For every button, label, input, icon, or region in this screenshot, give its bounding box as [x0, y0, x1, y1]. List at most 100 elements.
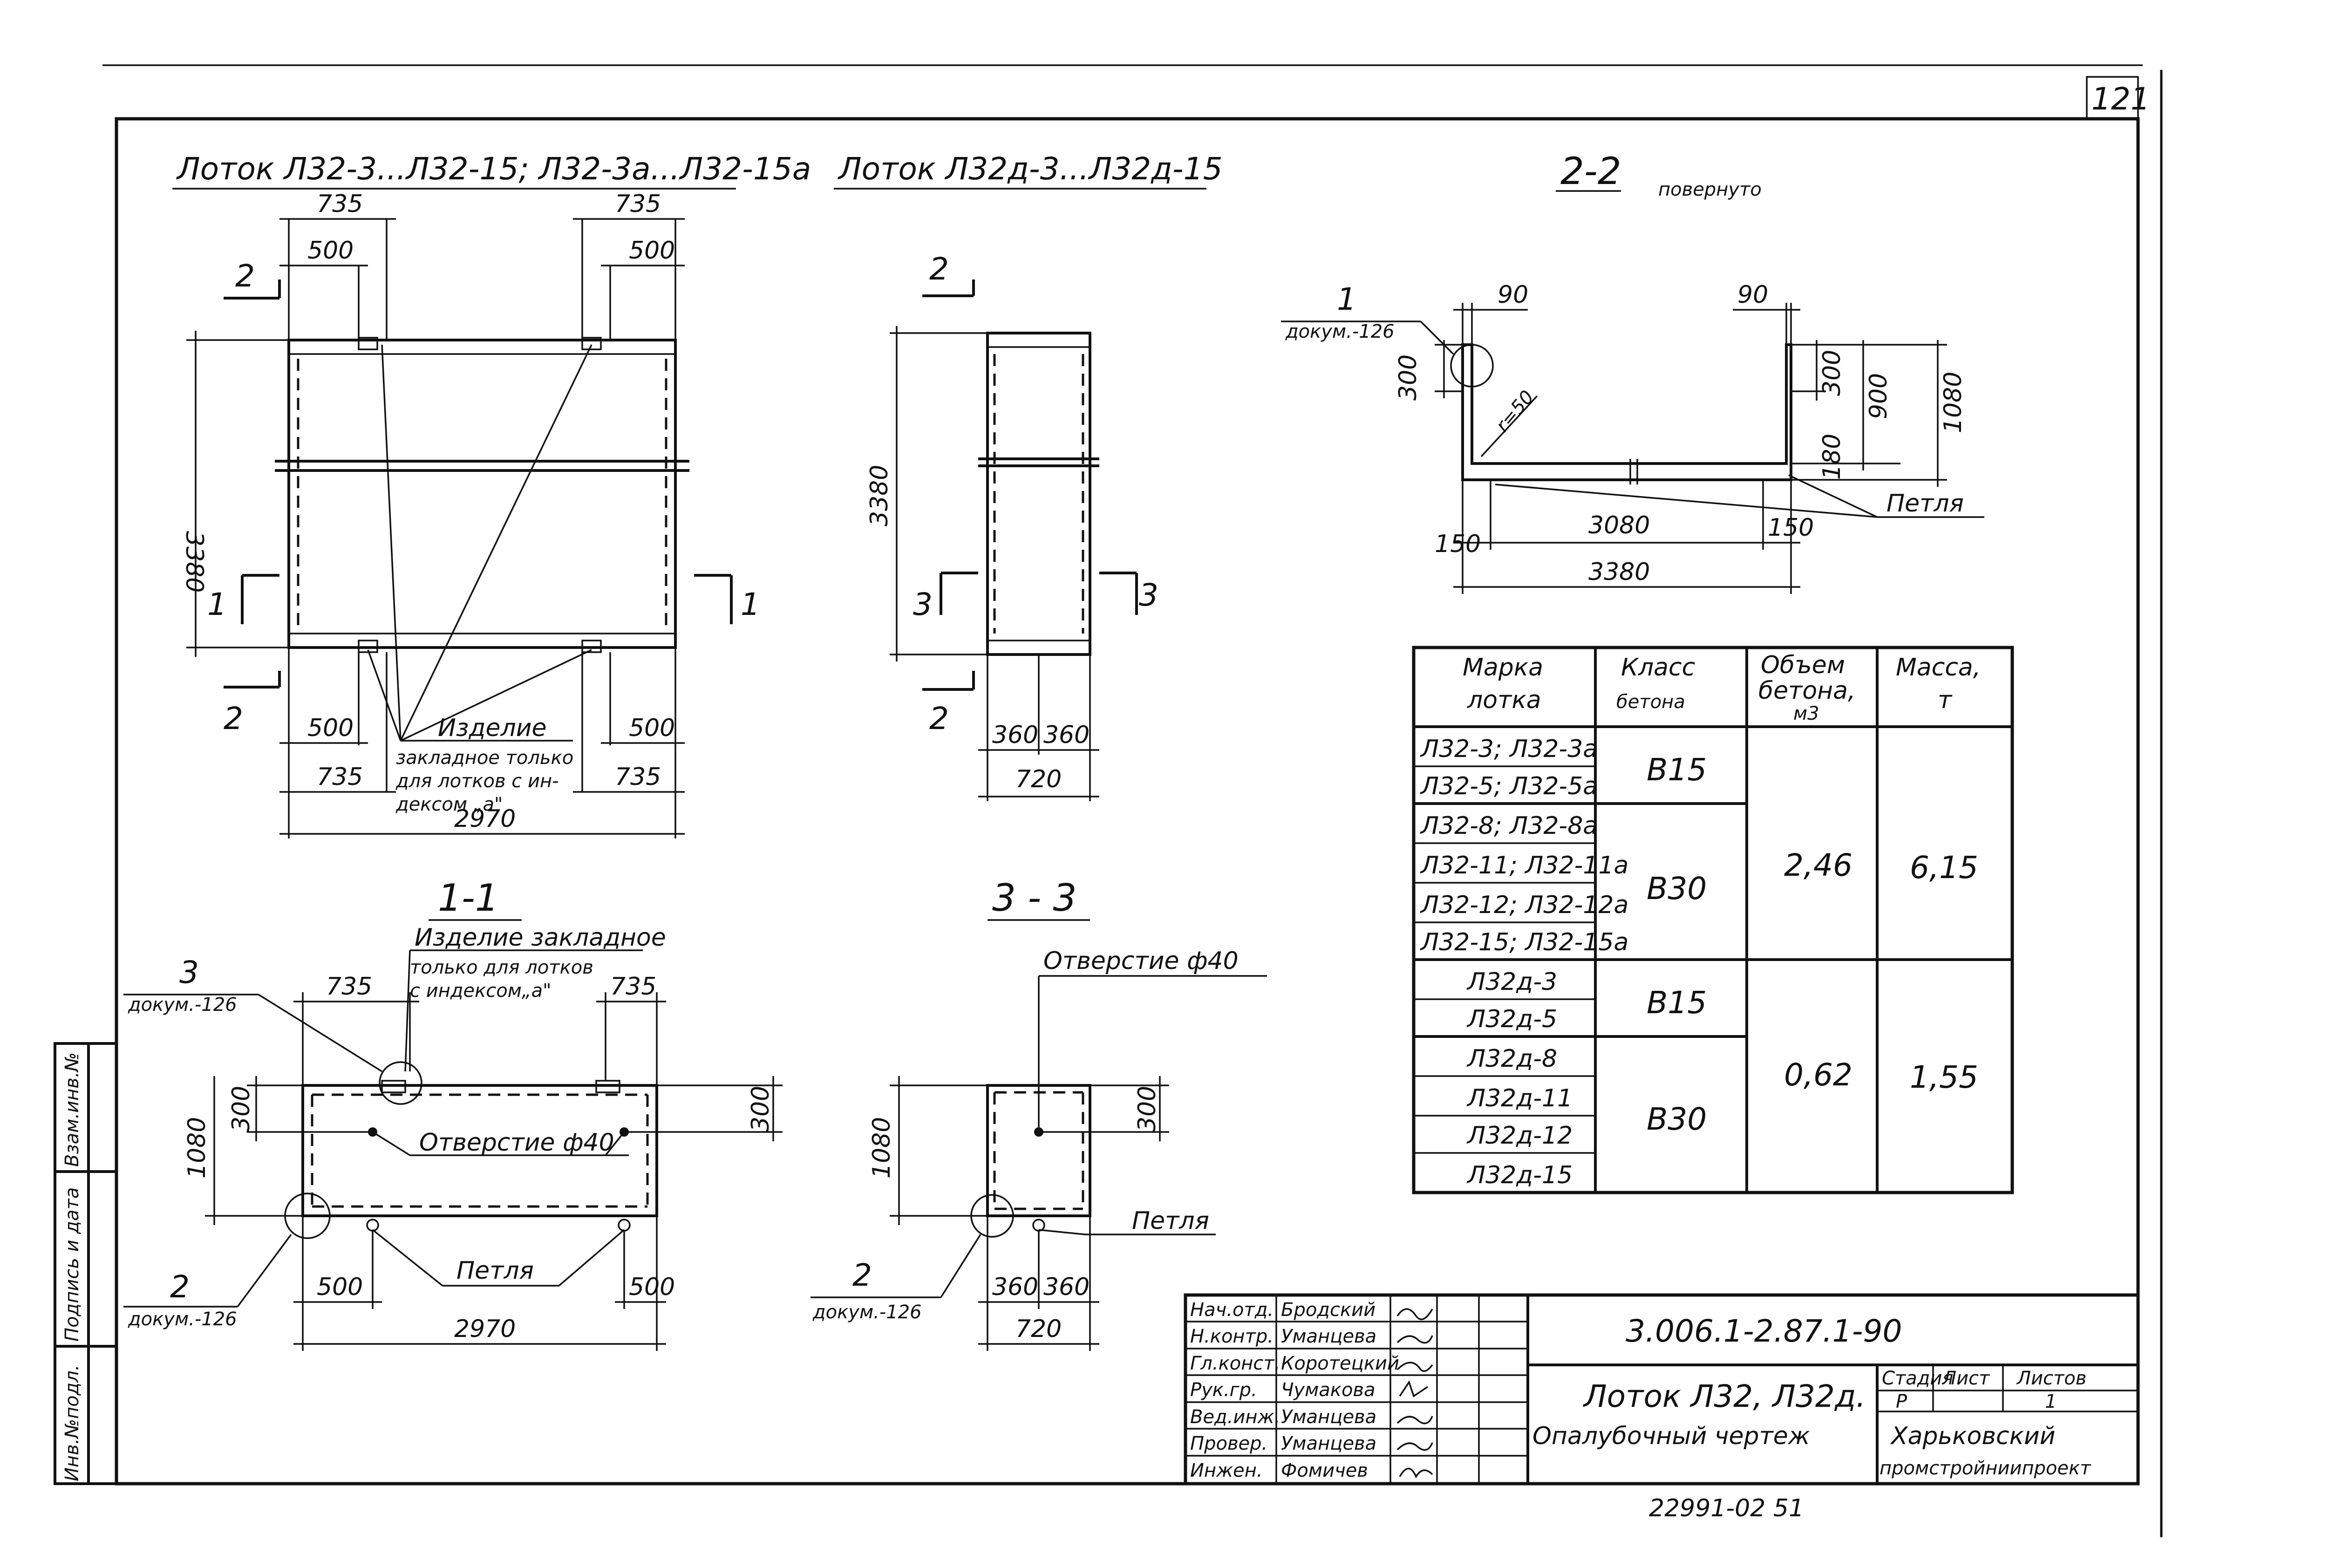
spec-row-6: Л32-15; Л32-15а — [1420, 928, 1628, 956]
tb-sheet-label: Лист — [1941, 1368, 1990, 1389]
section-1-1-dim-500-right: 500 — [629, 1273, 675, 1301]
spec-row-10: Л32д-11 — [1466, 1084, 1573, 1112]
plan-d-dim-360-right: 360 — [1043, 721, 1090, 749]
plan-a-dim-3380: 3380 — [180, 531, 208, 593]
tb-org-line-2: промстройниипроект — [1880, 1458, 2091, 1479]
section-3-3-callout-num: 2 — [852, 1257, 872, 1293]
section-2-2-dim-300-right: 300 — [1818, 350, 1846, 396]
section-2-2-radius: r=50 — [1491, 387, 1538, 436]
tb-role-2: Н.контр. — [1190, 1326, 1273, 1347]
spec-volume-group-2: 0,62 — [1784, 1057, 1852, 1093]
tb-stage-label: Стадия — [1882, 1368, 1953, 1389]
strip-replace-inv: Взам.инв.№ — [61, 1052, 83, 1167]
section-1-1-callout2-doc: докум.-126 — [128, 1309, 237, 1330]
plan-d-mark-3-left: 3 — [913, 586, 933, 622]
plan-a-mark-1-right: 1 — [741, 586, 760, 622]
tb-role-6: Провер. — [1190, 1433, 1267, 1454]
spec-row-7: Л32д-3 — [1466, 968, 1557, 996]
plan-d-mark-3-right: 3 — [1139, 577, 1158, 613]
section-3-3-dim-360-left: 360 — [992, 1273, 1038, 1301]
section-2-2-dim-90-left: 90 — [1498, 281, 1528, 309]
section-3-3-hole-label: Отверстие ф40 — [1043, 947, 1239, 975]
section-1-1-title: 1-1 — [438, 876, 499, 920]
section-1-1-dim-735-left: 735 — [326, 973, 372, 1001]
spec-header-volume-1: Объем — [1761, 651, 1845, 679]
section-1-1-note-2: только для лотков — [410, 957, 593, 978]
spec-header-mass-2: т — [1938, 686, 1953, 714]
plan-d-view: Лоток Л32д-3...Л32д-15 3380 2 2 3 3 360 … — [834, 151, 1223, 801]
plan-a-dim-500-left-bottom: 500 — [307, 714, 354, 742]
plan-a-note-line-1: Изделие — [438, 714, 547, 742]
spec-mass-group-1: 6,15 — [1910, 850, 1978, 886]
tb-title-line-1: Лоток Л32, Л32д. — [1583, 1378, 1866, 1414]
section-1-1-note-1: Изделие закладное — [415, 924, 666, 952]
plan-a-view: Лоток Л32-3...Л32-15; Л32-3а...Л32-15а 7… — [172, 151, 811, 839]
section-2-2-subtitle: повернуто — [1658, 179, 1762, 200]
tb-sheets-label: Листов — [2016, 1368, 2086, 1389]
plan-d-title: Лоток Л32д-3...Л32д-15 — [838, 151, 1223, 187]
section-3-3-dim-720: 720 — [1015, 1315, 1062, 1343]
tb-org-line-1: Харьковский — [1890, 1422, 2056, 1450]
section-1-1-hole-label: Отверстие ф40 — [419, 1129, 614, 1157]
section-2-2-dim-180: 180 — [1818, 434, 1846, 480]
plan-d-mark-2-bottom: 2 — [929, 701, 949, 736]
strip-inv-no: Инв.№подл. — [61, 1364, 83, 1481]
tb-name-4: Чумакова — [1281, 1379, 1376, 1401]
plan-a-dim-500-left-top: 500 — [307, 237, 354, 265]
section-1-1-note-3: с индексом„а" — [410, 980, 552, 1002]
section-2-2-dim-3080: 3080 — [1588, 511, 1650, 539]
section-1-1-dim-735-right: 735 — [610, 973, 656, 1001]
section-1-1-dim-1080: 1080 — [183, 1117, 211, 1179]
section-1-1-dim-500-left: 500 — [317, 1273, 363, 1301]
spec-table: Марка лотка Класс бетона Объем бетона, м… — [1412, 646, 2014, 1194]
section-2-2-dim-150-right: 150 — [1768, 514, 1814, 542]
spec-row-3: Л32-8; Л32-8а — [1420, 812, 1598, 840]
spec-row-2: Л32-5; Л32-5а — [1420, 772, 1598, 800]
section-3-3-dim-360-right: 360 — [1043, 1273, 1090, 1301]
footer-code: 22991-02 51 — [1649, 1494, 1804, 1522]
plan-a-dim-500-right-top: 500 — [629, 237, 675, 265]
section-1-1-dim-2970: 2970 — [454, 1315, 516, 1343]
plan-a-note-line-4: дексом „а" — [395, 794, 503, 815]
spec-header-mark-1: Марка — [1463, 654, 1543, 682]
section-2-2-title: 2-2 — [1560, 150, 1621, 193]
section-2-2-dim-1080: 1080 — [1939, 372, 1967, 433]
section-1-1-dim-300-left: 300 — [227, 1086, 255, 1132]
plan-a-note-line-3: для лотков с ин- — [395, 770, 559, 792]
section-3-3-loop-label: Петля — [1132, 1207, 1209, 1235]
section-2-2-dim-900: 900 — [1865, 373, 1893, 419]
section-1-1-callout2-num: 2 — [170, 1269, 190, 1305]
plan-d-mark-2-top: 2 — [929, 251, 949, 287]
section-3-3-title: 3 - 3 — [992, 876, 1077, 920]
tb-doc-code: 3.006.1-2.87.1-90 — [1626, 1313, 1902, 1349]
spec-row-8: Л32д-5 — [1466, 1005, 1557, 1033]
spec-volume-group-1: 2,46 — [1784, 847, 1852, 883]
tb-name-7: Фомичев — [1281, 1460, 1368, 1481]
plan-a-mark-1-left: 1 — [207, 586, 227, 622]
tb-name-1: Бродский — [1281, 1299, 1376, 1321]
tb-stage-value: Р — [1896, 1391, 1907, 1412]
spec-row-12: Л32д-15 — [1466, 1161, 1573, 1189]
plan-a-dim-735-right-bottom: 735 — [615, 763, 661, 791]
spec-row-9: Л32д-8 — [1466, 1045, 1557, 1073]
plan-a-dim-735-right-top: 735 — [615, 190, 661, 218]
plan-a-note-line-2: закладное только — [396, 747, 573, 769]
spec-header-class-2: бетона — [1616, 691, 1685, 713]
plan-a-mark-2-bottom: 2 — [224, 701, 243, 736]
section-3-3-dim-1080: 1080 — [868, 1117, 896, 1179]
tb-sheet-value: 1 — [2045, 1391, 2057, 1412]
section-2-2-loop-label: Петля — [1886, 490, 1964, 518]
section-3-3-callout-doc: докум.-126 — [812, 1302, 922, 1323]
spec-header-class-1: Класс — [1621, 654, 1695, 682]
plan-d-dim-360-left: 360 — [992, 721, 1038, 749]
spec-mass-group-2: 1,55 — [1910, 1059, 1978, 1095]
strip-signature-date: Подпись и дата — [61, 1187, 83, 1342]
section-2-2-callout-doc: докум.-126 — [1285, 321, 1395, 342]
spec-header-volume-2: бетона, — [1758, 677, 1856, 705]
plan-a-title: Лоток Л32-3...Л32-15; Л32-3а...Л32-15а — [176, 151, 811, 187]
section-1-1-dim-300-right: 300 — [747, 1086, 775, 1132]
spec-row-11: Л32д-12 — [1466, 1122, 1573, 1150]
spec-header-mass-1: Масса, — [1896, 654, 1981, 682]
spec-header-mark-2: лотка — [1467, 686, 1541, 714]
